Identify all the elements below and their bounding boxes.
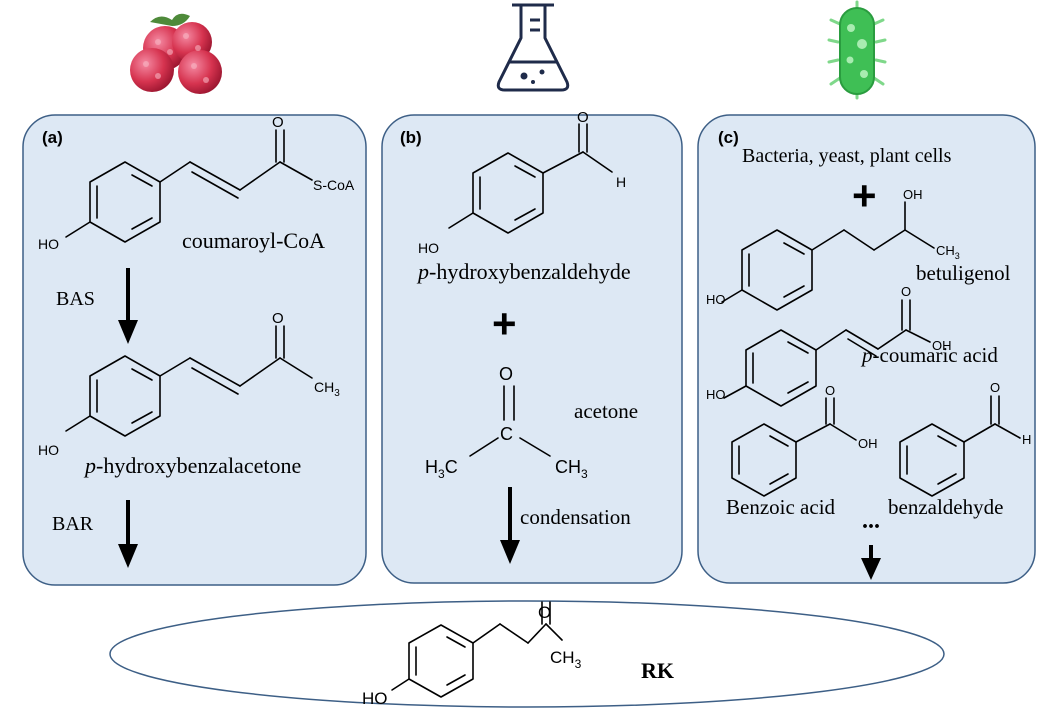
atom-c: C bbox=[500, 424, 513, 444]
hydroxybenzaldehyde-structure bbox=[448, 123, 613, 234]
betuligenol-structure bbox=[721, 201, 935, 311]
atom-ho: HO bbox=[706, 387, 726, 402]
plus-sign: + bbox=[492, 300, 517, 347]
compound-name-hydroxybenzaldehyde: p-hydroxybenzaldehyde bbox=[416, 259, 631, 284]
enzyme-bas: BAS bbox=[56, 288, 95, 310]
enzyme-bar: BAR bbox=[52, 513, 94, 535]
atom-oh: OH bbox=[858, 436, 878, 451]
atom-ho: HO bbox=[362, 689, 388, 708]
atom-o: O bbox=[577, 109, 589, 126]
atom-ch3: CH3 bbox=[550, 648, 582, 671]
raspberry-icon bbox=[130, 13, 222, 94]
benzaldehyde-structure bbox=[899, 395, 1021, 497]
compound-name-acetone: acetone bbox=[574, 399, 638, 423]
organisms-label: Bacteria, yeast, plant cells bbox=[742, 145, 952, 167]
atom-h: H bbox=[616, 174, 626, 190]
atom-ch3: CH3 bbox=[555, 457, 588, 481]
product-ellipse bbox=[109, 600, 945, 708]
arrow-down-icon bbox=[118, 500, 138, 568]
arrow-down-icon bbox=[861, 545, 881, 580]
atom-ho: HO bbox=[38, 442, 59, 458]
atom-ho: HO bbox=[418, 240, 439, 256]
atom-h: H bbox=[1022, 432, 1031, 447]
atom-o: O bbox=[538, 603, 551, 622]
arrow-down-icon bbox=[118, 268, 138, 344]
coumaroyl-coa-structure bbox=[65, 129, 313, 243]
atom-oh: OH bbox=[903, 187, 923, 202]
acetone-structure bbox=[469, 385, 551, 457]
atom-o: O bbox=[901, 284, 911, 299]
atom-o: O bbox=[499, 364, 513, 384]
compound-name-benzaldehyde: benzaldehyde bbox=[888, 495, 1003, 519]
compound-name-benzoic-acid: Benzoic acid bbox=[726, 495, 836, 519]
benzoic-acid-structure bbox=[731, 397, 857, 497]
ellipsis: ... bbox=[862, 508, 880, 534]
atom-o: O bbox=[272, 310, 284, 327]
panel-b-label: (b) bbox=[400, 128, 422, 147]
compound-name-betuligenol: betuligenol bbox=[916, 261, 1011, 285]
atom-ch3: CH3 bbox=[936, 243, 960, 261]
hydroxybenzalacetone-structure bbox=[65, 325, 313, 437]
bacterium-icon bbox=[827, 0, 887, 100]
panel-c-label: (c) bbox=[718, 128, 739, 147]
atom-o: O bbox=[990, 380, 1000, 395]
raspberry-ketone-structure bbox=[391, 601, 563, 698]
atom-oh: OH bbox=[932, 338, 952, 353]
panel-b bbox=[381, 114, 683, 584]
reaction-condensation: condensation bbox=[520, 505, 631, 529]
atom-ch3: CH3 bbox=[314, 379, 340, 399]
plus-sign: + bbox=[852, 172, 877, 219]
atom-o: O bbox=[272, 114, 284, 131]
panel-a-label: (a) bbox=[42, 128, 63, 147]
coumaric-acid-structure bbox=[723, 299, 931, 407]
compound-name-coumaroyl-coa: coumaroyl-CoA bbox=[182, 228, 325, 253]
atom-o: O bbox=[825, 383, 835, 398]
compound-name-hydroxybenzalacetone: p-hydroxybenzalacetone bbox=[83, 453, 301, 478]
atom-ho: HO bbox=[38, 236, 59, 252]
flask-icon bbox=[496, 3, 570, 92]
compound-name-coumaric-acid: p-coumaric acid bbox=[860, 343, 998, 367]
arrow-down-icon bbox=[500, 487, 520, 564]
product-name-rk: RK bbox=[641, 658, 674, 683]
atom-h3c: H3C bbox=[425, 457, 458, 481]
atom-s-coa: S-CoA bbox=[313, 177, 355, 193]
panel-c bbox=[697, 114, 1036, 584]
atom-ho: HO bbox=[706, 292, 726, 307]
